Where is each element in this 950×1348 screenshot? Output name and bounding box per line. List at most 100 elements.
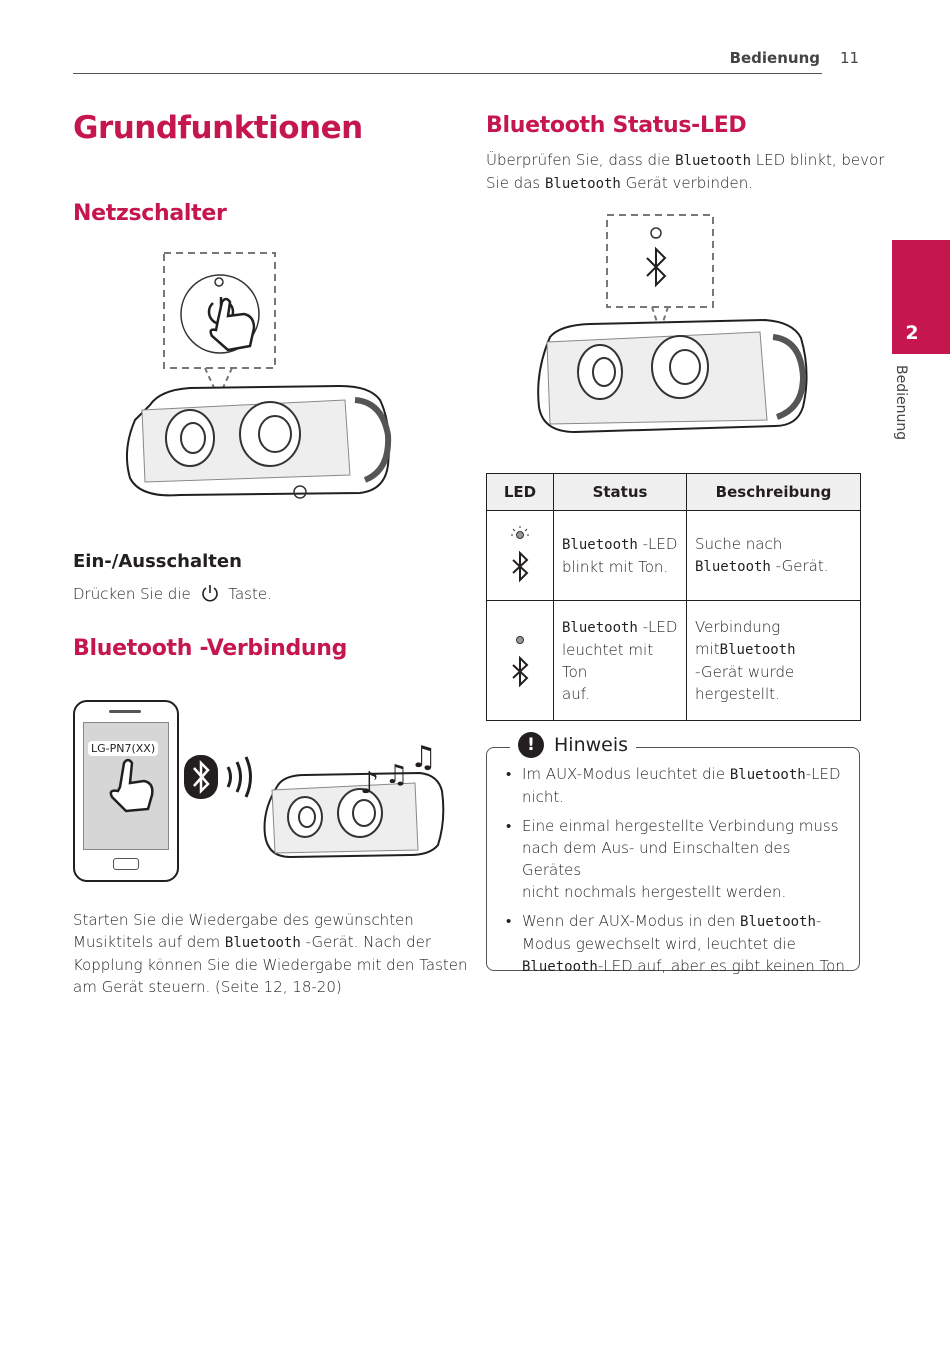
- status-text: -LED: [642, 618, 678, 636]
- on-off-heading: Ein-/Ausschalten: [73, 551, 242, 572]
- list-item: Eine einmal hergestellte Verbindung muss…: [500, 815, 850, 903]
- led-cell: [486, 510, 554, 601]
- exclamation-icon: !: [518, 732, 544, 758]
- note-text: Wenn der AUX-Modus in den: [522, 912, 736, 930]
- description-line: hergestellt.: [695, 685, 780, 703]
- bluetooth-term: Bluetooth: [719, 642, 796, 658]
- status-cell: Bluetooth -LED blinkt mit Ton.: [553, 510, 687, 601]
- note-line: Eine einmal hergestellte Verbindung muss: [522, 817, 839, 835]
- note-text: -LED: [805, 765, 841, 783]
- power-button-illustration: [125, 252, 392, 499]
- status-line: Bluetooth -LED: [562, 533, 678, 556]
- power-switch-heading: Netzschalter: [73, 201, 227, 226]
- status-line: auf.: [562, 685, 590, 703]
- paragraph-text: -Gerät. Nach der: [305, 933, 432, 951]
- bluetooth-term: Bluetooth: [729, 767, 806, 783]
- intro-text: Gerät verbinden.: [625, 174, 753, 192]
- chapter-label: Bedienung: [893, 365, 909, 441]
- note-line: Im AUX-Modus leuchtet die Bluetooth-LED: [522, 763, 850, 786]
- note-header: ! Hinweis: [510, 732, 637, 758]
- status-cell: Bluetooth -LED leuchtet mit Ton auf.: [553, 600, 687, 721]
- description-line: Suche nach: [695, 535, 783, 553]
- status-led-heading: Bluetooth Status-LED: [486, 113, 747, 138]
- status-text: -LED: [642, 535, 678, 553]
- hand-pointer-icon: [109, 758, 154, 813]
- intro-line-1: Überprüfen Sie, dass die Bluetooth LED b…: [486, 149, 884, 172]
- description-line: mitBluetooth: [695, 638, 852, 661]
- paragraph-text: Musiktitels auf dem: [73, 933, 221, 951]
- phone-home-button: [113, 858, 139, 870]
- bluetooth-term: Bluetooth: [675, 153, 751, 169]
- chapter-tab: [892, 240, 950, 354]
- list-item: Wenn der AUX-Modus in den Bluetooth- Mod…: [500, 910, 850, 978]
- header-rule: [73, 73, 822, 74]
- on-off-text-post: Taste.: [228, 585, 272, 603]
- bluetooth-term: Bluetooth: [522, 959, 598, 975]
- note-text: Im AUX-Modus leuchtet die: [522, 765, 726, 783]
- chapter-number: 2: [905, 322, 919, 344]
- status-line: leuchtet mit Ton: [562, 641, 654, 681]
- note-line: nach dem Aus- und Einschalten des Geräte…: [522, 839, 791, 879]
- svg-text:♫: ♫: [410, 740, 437, 775]
- bluetooth-term: Bluetooth: [224, 935, 301, 951]
- status-intro: Überprüfen Sie, dass die Bluetooth LED b…: [486, 149, 884, 195]
- bluetooth-term: Bluetooth: [562, 537, 638, 553]
- bluetooth-term: Bluetooth: [740, 914, 816, 930]
- column-header-led: LED: [486, 473, 554, 511]
- description-text: mit: [695, 640, 720, 658]
- intro-text: LED blinkt, bevor: [755, 151, 885, 169]
- page-number: 11: [840, 49, 860, 67]
- page-title: Grundfunktionen: [73, 110, 363, 146]
- signal-waves-icon: [226, 756, 252, 798]
- on-off-instruction: Drücken Sie die Taste.: [73, 583, 272, 605]
- phone-speaker: [109, 710, 141, 713]
- column-header-description: Beschreibung: [686, 473, 861, 511]
- description-text: -Gerät.: [775, 557, 829, 575]
- note-title: Hinweis: [554, 734, 629, 756]
- note-line: Modus gewechselt wird, leuchtet die: [522, 935, 796, 953]
- table-row: Bluetooth -LED leuchtet mit Ton auf. Ver…: [486, 600, 861, 721]
- speaker-music-illustration: ♪ ♫ ♫: [263, 740, 445, 859]
- column-header-status: Status: [553, 473, 687, 511]
- description-cell: Verbindung mitBluetooth -Gerät wurde her…: [686, 600, 861, 721]
- running-header-section: Bedienung: [729, 49, 820, 67]
- bluetooth-term: Bluetooth: [545, 176, 621, 192]
- status-line: Bluetooth -LED: [562, 616, 678, 639]
- note-line: nicht.: [522, 788, 565, 806]
- table-row: Bluetooth -LED blinkt mit Ton. Suche nac…: [486, 510, 861, 601]
- status-table: LED Status Beschreibung Bluetooth -LED b…: [486, 473, 861, 721]
- bluetooth-term: Bluetooth: [562, 620, 638, 636]
- phone-screen: LG-PN7(XX): [83, 722, 169, 850]
- table-header-row: LED Status Beschreibung: [486, 473, 861, 511]
- list-item: Im AUX-Modus leuchtet die Bluetooth-LED …: [500, 763, 850, 808]
- intro-text: Überprüfen Sie, dass die: [486, 151, 671, 169]
- paragraph-line-4: am Gerät steuern. (Seite 12, 18-20): [73, 978, 342, 996]
- description-line: Verbindung: [695, 618, 781, 636]
- note-line: Wenn der AUX-Modus in den Bluetooth-: [522, 910, 850, 933]
- note-line: nicht nochmals hergestellt werden.: [522, 883, 787, 901]
- intro-line-2: Sie das Bluetooth Gerät verbinden.: [486, 172, 866, 195]
- bluetooth-connection-heading: Bluetooth -Verbindung: [73, 636, 348, 661]
- paragraph-line-1: Starten Sie die Wiedergabe des gewünscht…: [73, 911, 414, 929]
- blinking-led-icon: [511, 525, 529, 582]
- paragraph-line-2: Musiktitels auf dem Bluetooth -Gerät. Na…: [73, 931, 463, 954]
- smartphone-illustration: LG-PN7(XX): [73, 700, 179, 882]
- device-list-entry[interactable]: LG-PN7(XX): [88, 741, 159, 756]
- on-off-text-pre: Drücken Sie die: [73, 585, 191, 603]
- led-cell: [486, 600, 554, 721]
- svg-text:♫: ♫: [385, 760, 408, 790]
- note-text: -: [815, 912, 822, 930]
- svg-text:♪: ♪: [360, 766, 379, 801]
- note-text: -LED auf, aber es gibt keinen Ton.: [597, 957, 850, 975]
- power-icon: [201, 585, 218, 602]
- intro-text: Sie das: [486, 174, 541, 192]
- bluetooth-term: Bluetooth: [695, 559, 771, 575]
- status-line: blinkt mit Ton.: [562, 558, 669, 576]
- note-list: Im AUX-Modus leuchtet die Bluetooth-LED …: [500, 763, 850, 985]
- paragraph-line-3: Kopplung können Sie die Wiedergabe mit d…: [73, 956, 468, 974]
- bluetooth-paragraph: Starten Sie die Wiedergabe des gewünscht…: [73, 909, 468, 998]
- description-line: -Gerät wurde: [695, 663, 795, 681]
- bluetooth-badge-icon: [184, 755, 218, 799]
- description-cell: Suche nach Bluetooth -Gerät.: [686, 510, 861, 601]
- note-line: Bluetooth-LED auf, aber es gibt keinen T…: [522, 955, 850, 978]
